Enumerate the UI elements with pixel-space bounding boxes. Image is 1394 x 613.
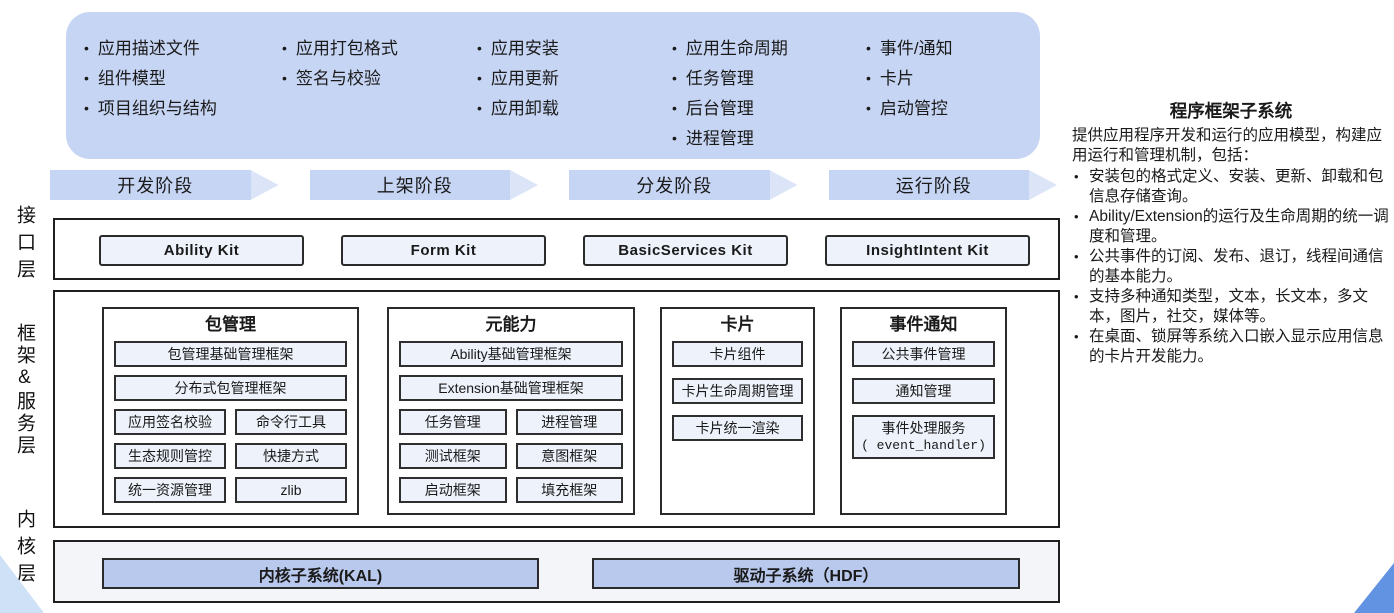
arrow-head-icon [769, 170, 798, 200]
module-box: 进程管理 [515, 409, 623, 435]
phase-label: 上架阶段 [309, 170, 510, 200]
module-pair: 启动框架 填充框架 [399, 477, 623, 503]
interface-layer-box: Ability Kit Form Kit BasicServices Kit I… [53, 218, 1060, 280]
feature-column-install: 应用安装 应用更新 应用卸载 [477, 34, 559, 124]
kit-insightintent: InsightIntent Kit [825, 235, 1030, 266]
feature-item: 启动管控 [866, 94, 953, 124]
module-box: 快捷方式 [235, 443, 347, 469]
group-items: Ability基础管理框架 Extension基础管理框架 任务管理 进程管理 … [399, 341, 623, 503]
phase-arrow-distribute: 分发阶段 [569, 170, 798, 200]
layer-label-framework-service: 框架&服务层 [14, 323, 35, 457]
module-box: 通知管理 [852, 378, 995, 404]
module-box: 包管理基础管理框架 [114, 341, 347, 367]
group-items: 卡片组件 卡片生命周期管理 卡片统一渲染 [672, 341, 803, 441]
module-box: Extension基础管理框架 [399, 375, 623, 401]
feature-item: 进程管理 [672, 124, 788, 154]
module-box: 公共事件管理 [852, 341, 995, 367]
feature-item: 应用打包格式 [282, 34, 398, 64]
module-box: Ability基础管理框架 [399, 341, 623, 367]
feature-item: 任务管理 [672, 64, 788, 94]
arrow-head-icon [250, 170, 279, 200]
phase-arrows: 开发阶段 上架阶段 分发阶段 运行阶段 [50, 170, 1057, 200]
feature-column-runtime: 事件/通知 卡片 启动管控 [866, 34, 953, 124]
feature-item: 应用描述文件 [84, 34, 217, 64]
feature-item: 签名与校验 [282, 64, 398, 94]
group-items: 包管理基础管理框架 分布式包管理框架 应用签名校验 命令行工具 生态规则管控 快… [114, 341, 347, 503]
layer-label-kernel: 内核层 [14, 509, 35, 590]
module-pair: 应用签名校验 命令行工具 [114, 409, 347, 435]
arrow-head-icon [510, 170, 538, 200]
module-box: 卡片组件 [672, 341, 803, 367]
driver-subsystem-hdf: 驱动子系统（HDF） [592, 558, 1020, 589]
module-box: 分布式包管理框架 [114, 375, 347, 401]
kit-basicservices: BasicServices Kit [583, 235, 788, 266]
feature-column-package: 应用打包格式 签名与校验 [282, 34, 398, 94]
group-items: 公共事件管理 通知管理 事件处理服务 ( event_handler) [852, 341, 995, 459]
kernel-subsystem-kal: 内核子系统(KAL) [102, 558, 539, 589]
panel-intro: 提供应用程序开发和运行的应用模型，构建应用运行和管理机制，包括： [1072, 127, 1383, 164]
kit-form: Form Kit [341, 235, 546, 266]
phase-arrow-publish: 上架阶段 [309, 170, 538, 200]
module-box: zlib [235, 477, 347, 503]
module-box: 统一资源管理 [114, 477, 226, 503]
module-pair: 生态规则管控 快捷方式 [114, 443, 347, 469]
kit-ability: Ability Kit [99, 235, 304, 266]
module-box: 启动框架 [399, 477, 507, 503]
layer-label-interface: 接口层 [14, 205, 35, 286]
group-title: 元能力 [485, 315, 537, 334]
module-pair: 任务管理 进程管理 [399, 409, 623, 435]
feature-item: 应用生命周期 [672, 34, 788, 64]
panel-bullet: 公共事件的订阅、发布、退订，线程间通信的基本能力。 [1072, 247, 1390, 287]
module-line2: ( event_handler) [861, 438, 986, 453]
feature-item: 组件模型 [84, 64, 217, 94]
framework-service-layer-box: 包管理 包管理基础管理框架 分布式包管理框架 应用签名校验 命令行工具 生态规则… [53, 290, 1060, 528]
panel-bullet: 在桌面、锁屏等系统入口嵌入显示应用信息的卡片开发能力。 [1072, 327, 1390, 367]
group-event-notification: 事件通知 公共事件管理 通知管理 事件处理服务 ( event_handler) [840, 307, 1007, 515]
module-pair: 测试框架 意图框架 [399, 443, 623, 469]
module-box: 卡片生命周期管理 [672, 378, 803, 404]
module-box: 意图框架 [515, 443, 623, 469]
phase-label: 分发阶段 [569, 170, 770, 200]
feature-column-dev: 应用描述文件 组件模型 项目组织与结构 [84, 34, 217, 124]
feature-item: 应用安装 [477, 34, 559, 64]
feature-summary-box: 应用描述文件 组件模型 项目组织与结构 应用打包格式 签名与校验 应用安装 应用… [66, 12, 1040, 159]
group-package-management: 包管理 包管理基础管理框架 分布式包管理框架 应用签名校验 命令行工具 生态规则… [102, 307, 359, 515]
module-box: 生态规则管控 [114, 443, 226, 469]
feature-item: 应用卸载 [477, 94, 559, 124]
panel-bullet: Ability/Extension的运行及生命周期的统一调度和管理。 [1072, 207, 1390, 247]
panel-title: 程序框架子系统 [1169, 101, 1293, 121]
feature-item: 后台管理 [672, 94, 788, 124]
feature-item: 事件/通知 [866, 34, 953, 64]
module-box: 卡片统一渲染 [672, 415, 803, 441]
group-title: 卡片 [720, 315, 755, 334]
group-meta-ability: 元能力 Ability基础管理框架 Extension基础管理框架 任务管理 进… [387, 307, 635, 515]
feature-item: 应用更新 [477, 64, 559, 94]
module-line1: 事件处理服务 [881, 420, 966, 436]
corner-triangle-right [1354, 563, 1394, 613]
module-box: 测试框架 [399, 443, 507, 469]
module-box: 任务管理 [399, 409, 507, 435]
group-title: 包管理 [205, 315, 256, 334]
kernel-layer-box: 内核子系统(KAL) 驱动子系统（HDF） [53, 540, 1060, 603]
arrow-head-icon [1029, 170, 1057, 200]
panel-bullet-list: 安装包的格式定义、安装、更新、卸载和包信息存储查询。 Ability/Exten… [1072, 167, 1390, 367]
group-card: 卡片 卡片组件 卡片生命周期管理 卡片统一渲染 [660, 307, 815, 515]
module-pair: 统一资源管理 zlib [114, 477, 347, 503]
module-box: 应用签名校验 [114, 409, 226, 435]
phase-label: 运行阶段 [828, 170, 1029, 200]
module-box: 填充框架 [515, 477, 623, 503]
panel-bullet: 支持多种通知类型，文本，长文本，多文本，图片，社交，媒体等。 [1072, 287, 1390, 327]
description-panel: 程序框架子系统 提供应用程序开发和运行的应用模型，构建应用运行和管理机制，包括：… [1072, 98, 1390, 367]
feature-column-lifecycle: 应用生命周期 任务管理 后台管理 进程管理 [672, 34, 788, 154]
module-box-event-handler: 事件处理服务 ( event_handler) [852, 415, 995, 459]
module-box: 命令行工具 [235, 409, 347, 435]
feature-item: 卡片 [866, 64, 953, 94]
feature-item: 项目组织与结构 [84, 94, 217, 124]
phase-arrow-run: 运行阶段 [828, 170, 1057, 200]
panel-bullet: 安装包的格式定义、安装、更新、卸载和包信息存储查询。 [1072, 167, 1390, 207]
phase-arrow-develop: 开发阶段 [50, 170, 279, 200]
group-title: 事件通知 [889, 315, 958, 334]
phase-label: 开发阶段 [50, 170, 251, 200]
